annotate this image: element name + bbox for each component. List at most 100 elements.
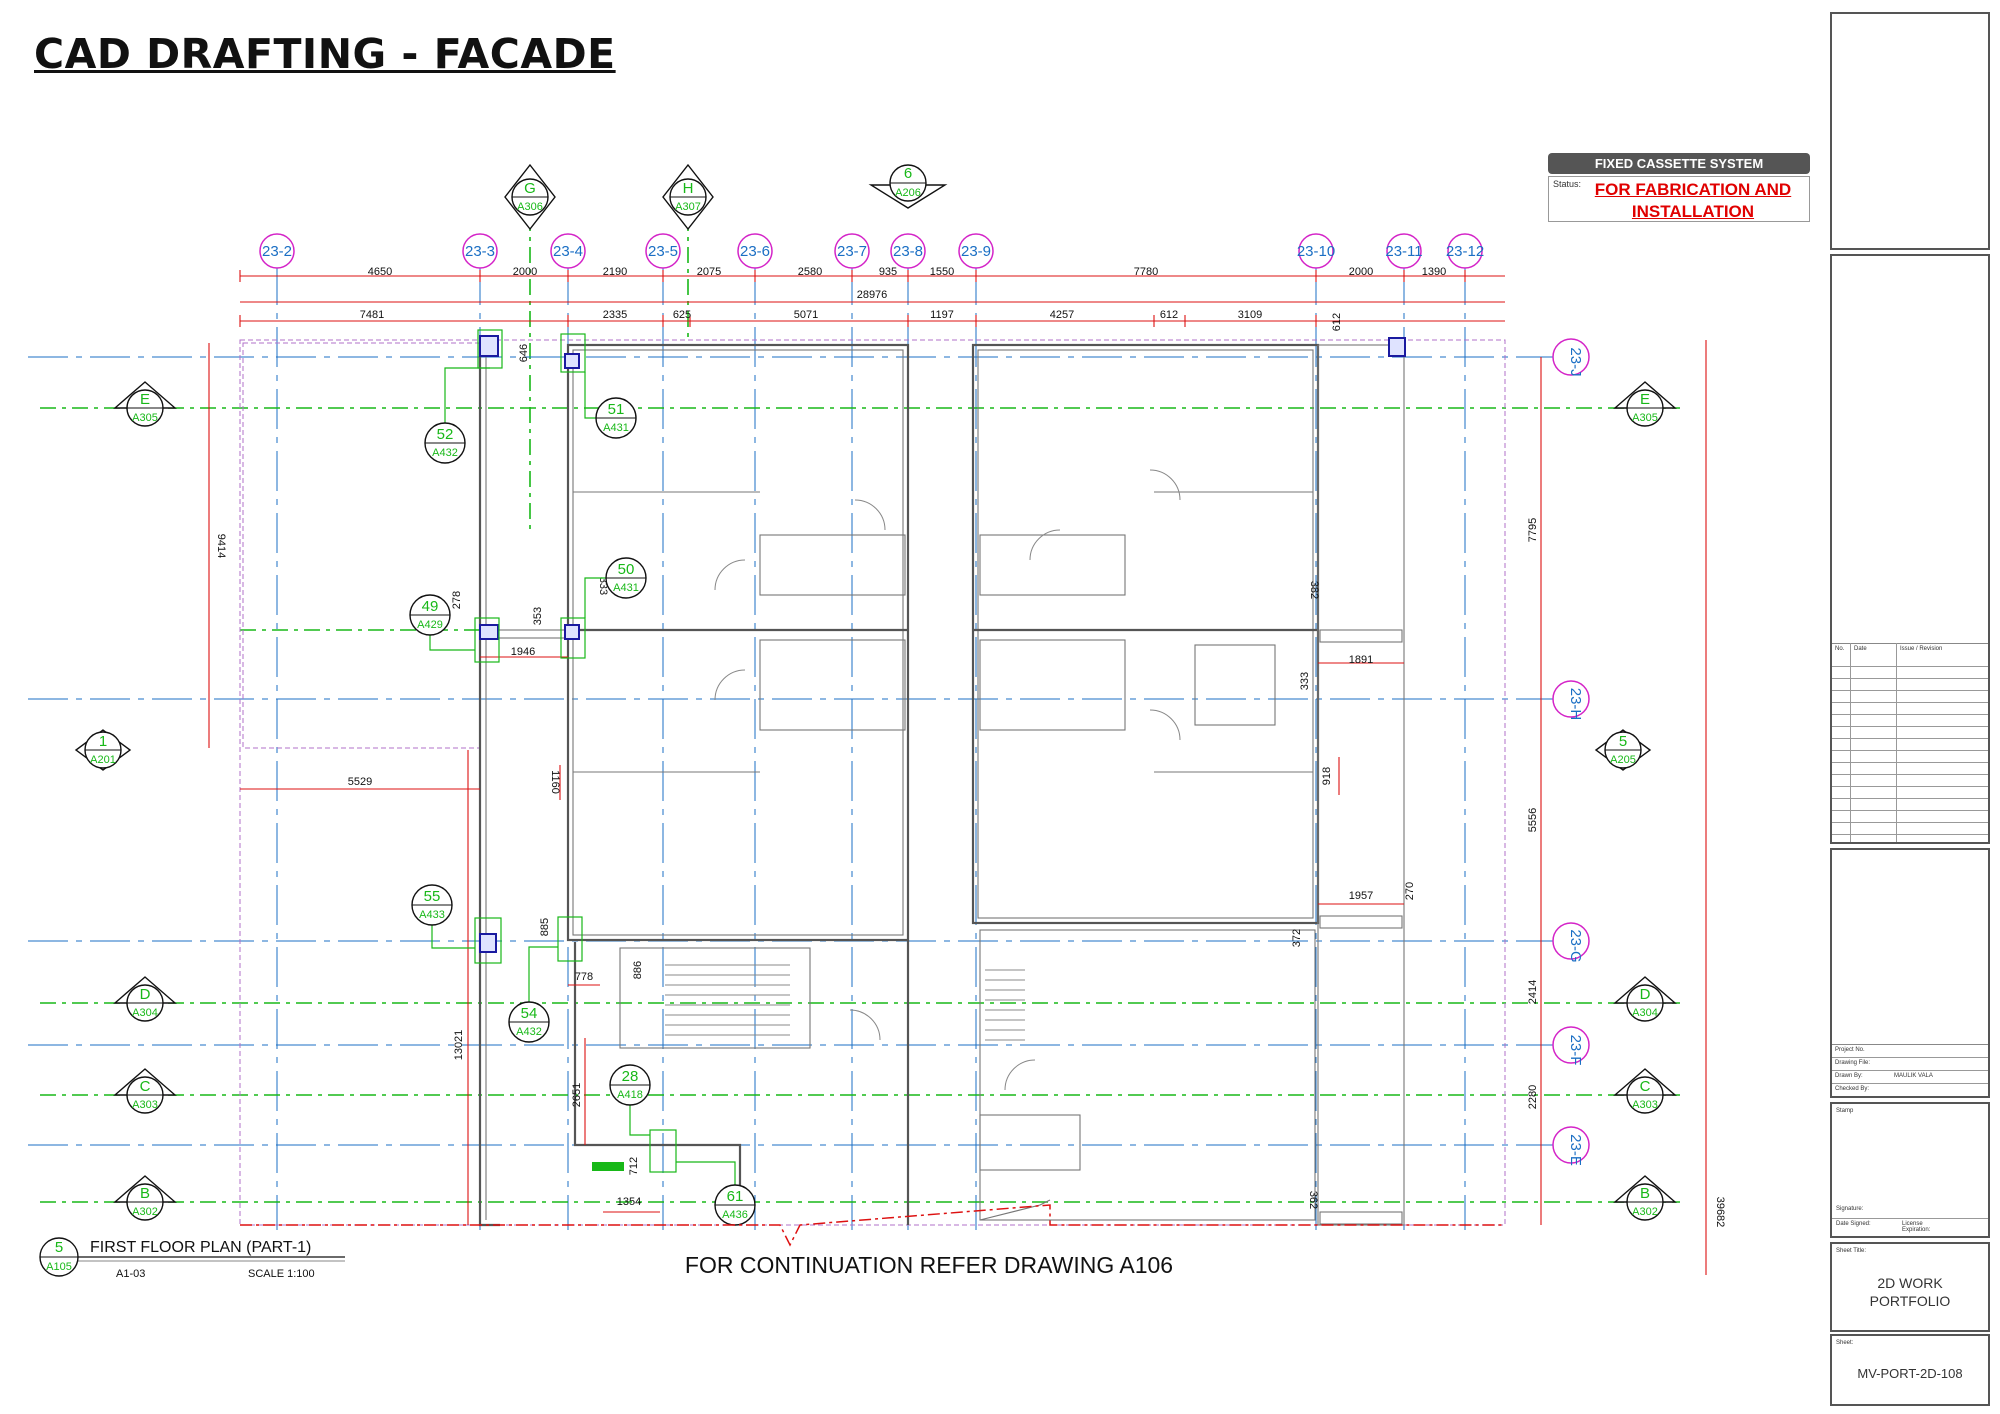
section-sheet: A304 — [1632, 1007, 1658, 1019]
grid-bubble: 23-3 — [462, 233, 498, 269]
section-letter: 5 — [1619, 733, 1627, 750]
dimension-misc-left: 9414 5529 13021 646 612 1946 278 353 333… — [208, 313, 1343, 1225]
dimension-text: 3109 — [1238, 309, 1262, 321]
dimension-text: 2280 — [1527, 1085, 1539, 1109]
svg-text:A431: A431 — [603, 422, 629, 434]
section-sheet: A307 — [675, 201, 701, 213]
svg-text:353: 353 — [532, 607, 544, 625]
continuation-note: FOR CONTINUATION REFER DRAWING A106 — [685, 1252, 1173, 1278]
svg-text:23-4: 23-4 — [553, 243, 583, 260]
section-sheet: A305 — [132, 412, 158, 424]
dimension-text: 4650 — [368, 266, 392, 278]
detail-callout: 51 A431 — [560, 333, 637, 439]
sheet-number-box: Sheet: MV-PORT-2D-108 — [1830, 1334, 1990, 1406]
detail-callout: 54 A432 — [508, 916, 583, 1043]
dimension-text: 39682 — [1714, 1197, 1726, 1228]
dimension-text: 2075 — [697, 266, 721, 278]
dimension-text: 5556 — [1527, 808, 1539, 832]
grid-bubble: 23-4 — [550, 233, 586, 269]
detail-callout: 55 A433 — [411, 884, 502, 964]
svg-text:885: 885 — [539, 918, 551, 936]
break-line — [240, 1204, 1505, 1247]
sheet-title-label: Sheet Title: — [1836, 1248, 1867, 1254]
grid-bubble: 23-F — [1552, 1026, 1590, 1066]
detail-callout: 50 A431 — [560, 557, 647, 659]
svg-text:23-11: 23-11 — [1385, 243, 1422, 260]
svg-text:A432: A432 — [516, 1026, 542, 1038]
svg-text:23-F: 23-F — [1567, 1035, 1584, 1066]
checked-by-label: Checked By: — [1835, 1086, 1870, 1092]
grid-bubble: 23-11 — [1385, 233, 1423, 269]
svg-text:886: 886 — [632, 961, 644, 979]
view-sheet: A105 — [46, 1261, 72, 1273]
svg-text:2651: 2651 — [571, 1083, 583, 1107]
dimension-text: 7481 — [360, 309, 384, 321]
dimension-text: 2000 — [513, 266, 537, 278]
svg-text:646: 646 — [518, 344, 530, 362]
svg-text:23-J: 23-J — [1567, 347, 1584, 376]
dimension-chain-right: 7795 5556 2414 2280 39682 — [1527, 340, 1726, 1275]
horizontal-grid-lines — [28, 356, 1680, 1203]
section-marker-top: H A307 — [662, 163, 714, 231]
svg-text:23-6: 23-6 — [740, 243, 770, 260]
grid-bubble: 23-H — [1552, 680, 1590, 721]
title-block: No. Date Issue / Revision Project No. Dr… — [1830, 8, 1996, 1408]
section-sheet: A205 — [1610, 754, 1636, 766]
section-marker-left: D A304 — [113, 976, 177, 1022]
dimension-text: 612 — [1160, 309, 1178, 321]
logo-box — [1830, 12, 1990, 250]
svg-text:270: 270 — [1404, 882, 1416, 900]
dimension-text: 2000 — [1349, 266, 1373, 278]
project-no-label: Project No. — [1835, 1047, 1865, 1053]
section-marker-left: B A302 — [113, 1175, 177, 1221]
view-name: FIRST FLOOR PLAN (PART-1) — [90, 1239, 311, 1256]
svg-text:A436: A436 — [722, 1209, 748, 1221]
dimension-text: 625 — [673, 309, 691, 321]
svg-text:23-E: 23-E — [1567, 1134, 1584, 1166]
detail-callout: 28 A418 — [592, 1064, 677, 1173]
detail-callout: 52 A432 — [424, 329, 503, 464]
signature-label: Signature: — [1836, 1206, 1864, 1212]
svg-text:382: 382 — [1308, 581, 1320, 599]
dimension-text: 1390 — [1422, 266, 1446, 278]
view-number: 5 — [55, 1239, 63, 1256]
grid-bubble: 23-G — [1552, 922, 1590, 963]
svg-text:278: 278 — [451, 591, 463, 609]
grid-bubble: 23-5 — [645, 233, 681, 269]
sheet-title-heading: CAD DRAFTING - FACADE — [34, 30, 616, 78]
section-marker-right: D A304 — [1613, 976, 1677, 1022]
drawn-by-value: MAULIK VALA — [1894, 1073, 1933, 1079]
section-letter: D — [1640, 986, 1651, 1003]
svg-text:A432: A432 — [432, 447, 458, 459]
svg-text:918: 918 — [1321, 767, 1333, 785]
section-sheet: A303 — [132, 1099, 158, 1111]
status-label: Status: — [1553, 179, 1582, 189]
detail-callout: 49 A429 — [409, 594, 500, 663]
svg-text:50: 50 — [618, 561, 635, 578]
section-marker-left: C A303 — [113, 1068, 177, 1114]
section-marker-right: B A302 — [1613, 1175, 1677, 1221]
section-sheet: A303 — [1632, 1099, 1658, 1111]
section-letter: B — [1640, 1185, 1650, 1202]
section-letter: G — [524, 180, 536, 197]
section-sheet: A305 — [1632, 412, 1658, 424]
svg-text:A431: A431 — [613, 582, 639, 594]
section-letter: 6 — [904, 165, 912, 182]
section-marker-top: G A306 — [504, 163, 556, 231]
svg-text:9414: 9414 — [215, 534, 227, 558]
section-sheet: A306 — [517, 201, 543, 213]
section-letter: H — [683, 180, 694, 197]
svg-text:A433: A433 — [419, 909, 445, 921]
stamp-box: Stamp Signature: Date Signed: License Ex… — [1830, 1102, 1990, 1238]
svg-text:55: 55 — [424, 888, 441, 905]
drawing-file-label: Drawing File: — [1835, 1060, 1871, 1066]
project-info-box: Project No. Drawing File: Drawn By: MAULI… — [1830, 848, 1990, 1098]
svg-text:A418: A418 — [617, 1089, 643, 1101]
svg-text:1891: 1891 — [1349, 654, 1373, 666]
svg-text:23-H: 23-H — [1567, 688, 1584, 721]
vertical-grid-lines — [276, 215, 1466, 1230]
drawn-by-label: Drawn By: — [1835, 1073, 1863, 1079]
dimension-text: 7780 — [1134, 266, 1158, 278]
section-letter: 1 — [99, 733, 107, 750]
sheet-number-label: Sheet: — [1836, 1340, 1854, 1346]
